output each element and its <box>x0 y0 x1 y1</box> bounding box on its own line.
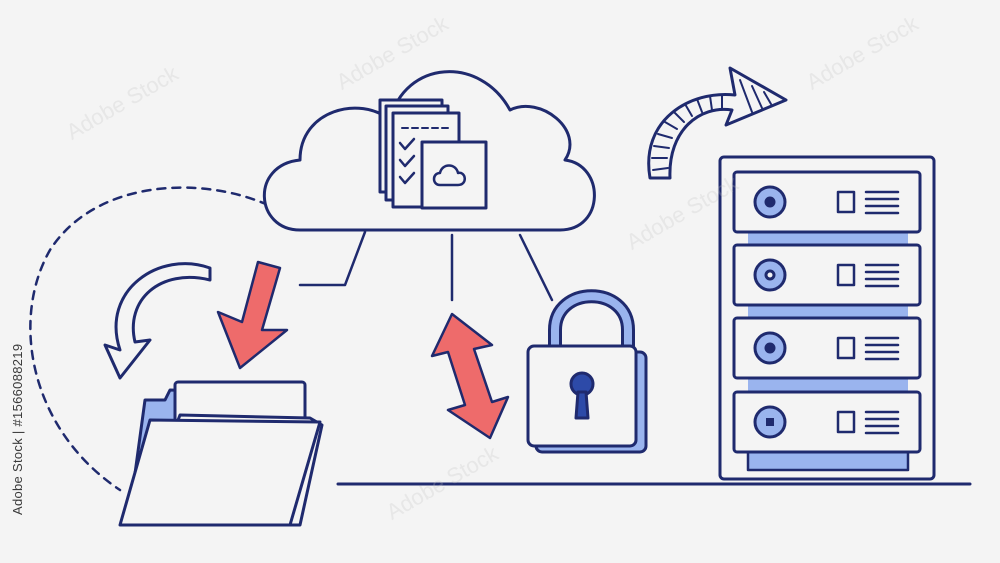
folder-icon <box>118 380 324 527</box>
server-unit-1 <box>732 170 922 234</box>
server-unit-2 <box>732 243 922 307</box>
padlock-icon <box>526 289 648 454</box>
download-arrow-icon <box>216 260 289 370</box>
server-unit-4 <box>732 390 922 454</box>
dashed-orbit <box>29 186 270 492</box>
documents-icon <box>378 98 488 210</box>
upload-arrow-icon <box>647 66 788 180</box>
sync-double-arrow-icon <box>430 312 510 440</box>
server-rack-icon <box>718 155 936 481</box>
server-unit-3 <box>732 316 922 380</box>
curved-arrow-icon <box>103 262 212 380</box>
cloud-connectors <box>298 230 554 302</box>
stock-caption: Adobe Stock | #1566088219 <box>10 343 25 515</box>
